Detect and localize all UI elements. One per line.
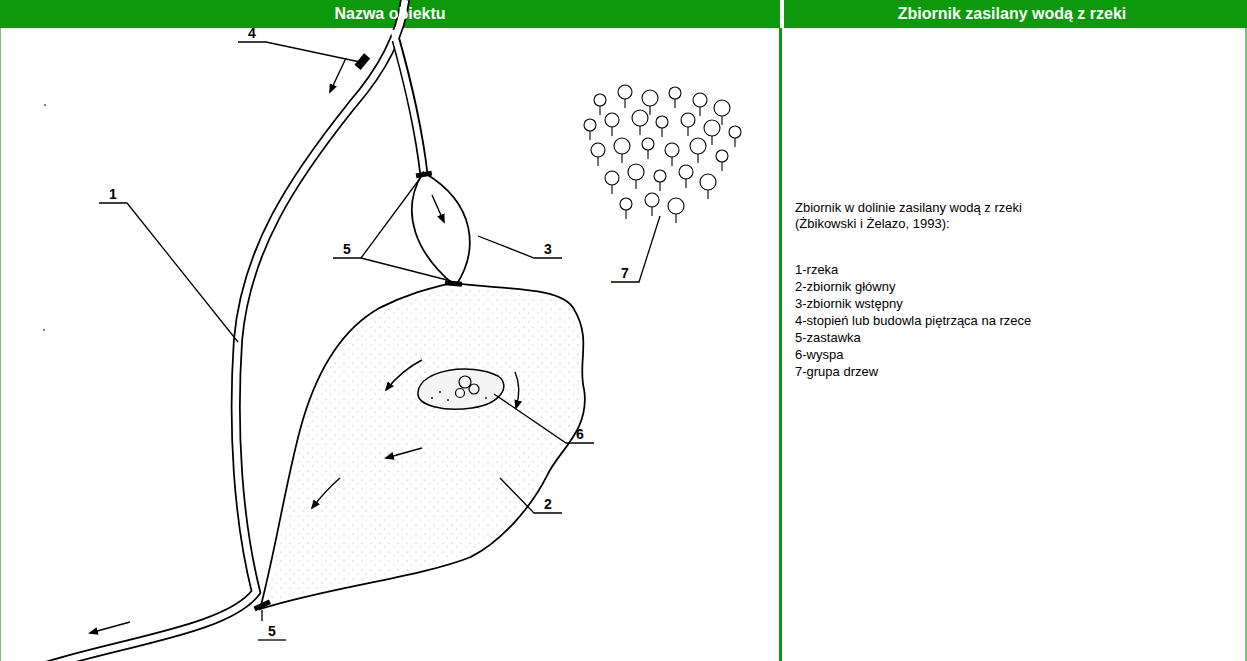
- key-item: 4-stopień lub budowla piętrząca na rzece: [795, 313, 1031, 329]
- cell-border: [1245, 28, 1247, 661]
- tree-symbol: [704, 120, 720, 145]
- callout-number: 7: [613, 265, 637, 281]
- callout-number: 3: [536, 241, 560, 257]
- tree-symbol: [681, 113, 695, 136]
- flow-arrows: [90, 58, 519, 633]
- speck: [43, 329, 45, 331]
- key-item: 7-grupa drzew: [795, 364, 878, 380]
- tree-symbol: [679, 165, 693, 188]
- key-item: 6-wyspa: [795, 347, 843, 363]
- header-text: Nazwa obiektu: [0, 0, 780, 28]
- gate-symbol: [253, 599, 271, 611]
- key-item: 5-zastawka: [795, 330, 861, 346]
- gate-symbol: [416, 171, 433, 179]
- tree-symbol: [628, 164, 644, 189]
- tree-symbol: [642, 138, 654, 159]
- speck: [44, 104, 46, 106]
- key-item: 1-rzeka: [795, 262, 838, 278]
- header-cell: [0, 0, 780, 28]
- tree-symbol: [654, 170, 666, 191]
- tree-symbol: [632, 110, 648, 135]
- tree-symbol: [690, 138, 706, 163]
- tree-symbol: [716, 150, 728, 171]
- tree-symbol: [693, 93, 707, 116]
- leader-lines: [99, 42, 660, 640]
- tree-symbol: [605, 113, 619, 136]
- cell-border: [0, 28, 1, 661]
- tree-symbol: [700, 174, 716, 199]
- tree-symbol: [620, 198, 632, 219]
- callout-number: 5: [260, 623, 284, 639]
- gate-symbol: [445, 280, 462, 286]
- tree-symbol: [729, 126, 741, 147]
- tree-symbol: [669, 87, 681, 108]
- tree-group: [584, 85, 741, 223]
- tree-symbol: [605, 171, 619, 194]
- tree-symbol: [656, 116, 668, 137]
- key-item: 3-zbiornik wstępny: [795, 296, 903, 312]
- tree-symbol: [618, 85, 632, 108]
- inlet-channel: [393, 30, 424, 175]
- tree-symbol: [594, 94, 606, 115]
- cell-divider: [779, 28, 782, 661]
- callout-number: 6: [568, 426, 592, 442]
- main-reservoir: [263, 285, 583, 606]
- header-text: Zbiornik zasilany wodą z rzeki: [784, 0, 1240, 28]
- tree-symbol: [614, 138, 630, 163]
- callout-number: 2: [536, 496, 560, 512]
- tree-symbol: [584, 119, 596, 140]
- tree-symbol: [668, 198, 684, 223]
- tree-symbol: [591, 143, 605, 166]
- description-text: Zbiornik w dolinie zasilany wodą z rzeki…: [795, 200, 1057, 232]
- preliminary-reservoir: [414, 175, 468, 283]
- tree-symbol: [665, 143, 679, 166]
- key-item: 2-zbiornik główny: [795, 279, 895, 295]
- callout-number: 5: [335, 241, 359, 257]
- callout-number: 1: [101, 186, 125, 202]
- island: [418, 369, 504, 409]
- header-cell: [784, 0, 1247, 28]
- tree-symbol: [645, 193, 659, 216]
- callout-number: 4: [240, 25, 264, 41]
